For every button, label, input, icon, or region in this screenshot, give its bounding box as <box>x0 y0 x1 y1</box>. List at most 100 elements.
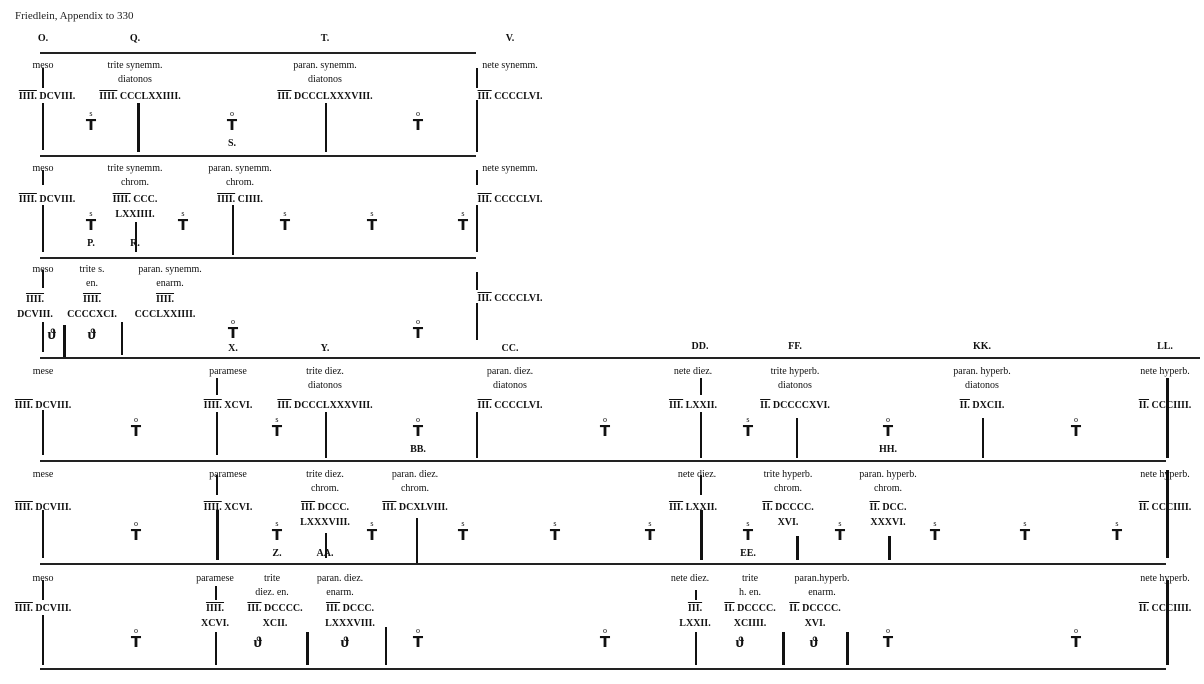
string-length-numeral: II. CCCIIII. <box>1139 601 1192 616</box>
division-line <box>695 632 697 665</box>
string-length-numeral: III. DCCCC.XCII. <box>247 601 302 631</box>
note-name-label: trite s.en. <box>80 263 105 291</box>
units-numeral: XCVI. <box>221 400 253 411</box>
note-name-line: chrom. <box>873 483 903 494</box>
tone-glyph: T <box>742 526 754 544</box>
note-name-line: diatonos <box>965 380 999 391</box>
tone-glyph: T <box>271 526 283 544</box>
units-numeral: DCCCLXXXVIII. <box>291 91 373 102</box>
note-name-line: chrom. <box>310 483 340 494</box>
division-line <box>42 580 44 600</box>
section-letter: CC. <box>501 343 519 354</box>
staff-line <box>40 257 476 259</box>
enharmonic-diesis-icon: ϑ <box>253 635 263 651</box>
string-length-numeral: III. DCCCLXXXVIII. <box>277 398 372 413</box>
note-name-line: trite hyperb. <box>770 366 820 377</box>
units-numeral: CCCCLVI. <box>491 194 543 205</box>
note-name-label: trite hyperb.diatonos <box>771 365 820 393</box>
thousands-numeral: IIII. <box>155 294 175 305</box>
numeral-line: III. <box>679 601 710 616</box>
tone-glyph: T <box>834 526 846 544</box>
numeral-line: III. DCCCLXXXVIII. <box>277 398 372 413</box>
tone-glyph: T <box>412 116 424 134</box>
units-numeral: DCCCCXVI. <box>770 400 830 411</box>
numeral-continuation: LXXIIII. <box>115 209 155 220</box>
string-length-numeral: IIII. XCVI. <box>204 500 253 515</box>
numeral-continuation: LXXXVIII. <box>300 517 350 528</box>
note-name-label: paran. synemm.chrom. <box>208 162 272 190</box>
thousands-numeral: III. <box>668 400 684 411</box>
tone-glyph: T <box>549 526 561 544</box>
string-length-numeral: III. CCCCLVI. <box>478 291 543 306</box>
tone-mark: o <box>415 317 420 326</box>
note-name-line: chrom. <box>225 177 255 188</box>
note-name-label: paramese <box>196 572 234 586</box>
units-numeral: DCXLVIII. <box>396 502 448 513</box>
thousands-numeral: IIII. <box>217 194 236 205</box>
thousands-numeral: IIII. <box>203 502 222 513</box>
note-name-line: trite synemm. <box>107 60 163 71</box>
division-line <box>137 103 140 152</box>
string-length-numeral: II. DCC.XXXVI. <box>870 500 907 530</box>
numeral-line: II. DXCII. <box>960 398 1005 413</box>
string-length-numeral: III. DCCC.LXXXVIII. <box>300 500 350 530</box>
note-name-label: paran. synemm.enarm. <box>138 263 202 291</box>
tone-mark: s <box>1115 519 1119 528</box>
division-line <box>476 272 478 290</box>
string-length-numeral: II. CCCIIII. <box>1139 500 1192 515</box>
units-numeral: DXCII. <box>969 400 1005 411</box>
tone-mark: o <box>415 626 420 635</box>
numeral-line: II. DCC. <box>870 500 907 515</box>
thousands-numeral: IIII. <box>205 603 225 614</box>
note-name-label: nete diez. <box>678 468 716 482</box>
string-length-numeral: II. DCCCCXVI. <box>760 398 830 413</box>
tone-glyph: T <box>457 526 469 544</box>
note-name-line: chrom. <box>400 483 430 494</box>
numeral-line: II. DCCCC. <box>724 601 775 616</box>
tone-mark: o <box>1073 415 1078 424</box>
thousands-numeral: IIII. <box>14 400 33 411</box>
thousands-numeral: II. <box>789 603 800 614</box>
note-name-line: nete synemm. <box>482 60 538 71</box>
numeral-continuation: LXXII. <box>679 618 711 629</box>
note-name-label: paran. diez.chrom. <box>392 468 438 496</box>
numeral-line: IIII. XCVI. <box>204 398 253 413</box>
tone-mark: s <box>933 519 937 528</box>
tone-mark: s <box>461 519 465 528</box>
page-title: Friedlein, Appendix to 330 <box>15 10 134 22</box>
note-name-line: trite synemm. <box>107 163 163 174</box>
tone-glyph: T <box>412 633 424 651</box>
numeral-line: III. DCCC. <box>325 601 375 616</box>
numeral-line: II. CCCIIII. <box>1139 398 1192 413</box>
thousands-numeral: IIII. <box>14 502 33 513</box>
enharmonic-diesis-icon: ϑ <box>87 327 97 343</box>
units-numeral: CCCCLVI. <box>491 400 543 411</box>
tone-mark: s <box>181 209 185 218</box>
units-numeral: DCCCC. <box>261 603 303 614</box>
section-letter: O. <box>37 33 49 44</box>
point-letter: Z. <box>272 548 282 559</box>
tone-glyph: T <box>227 324 239 342</box>
thousands-numeral: III. <box>668 502 684 513</box>
string-length-numeral: III. LXXII. <box>669 398 717 413</box>
tone-glyph: T <box>366 526 378 544</box>
note-name-label: paran. hyperb.chrom. <box>859 468 916 496</box>
note-name-line: diatonos <box>493 380 527 391</box>
tone-glyph: T <box>130 422 142 440</box>
note-name-label: trite synemm.chrom. <box>108 162 163 190</box>
note-name-line: mese <box>32 366 54 377</box>
string-length-numeral: IIII. DCVIII. <box>15 601 71 616</box>
numeral-line: II. CCCIIII. <box>1139 500 1192 515</box>
note-name-line: trite diez. <box>306 469 344 480</box>
section-letter: T. <box>320 33 330 44</box>
string-length-numeral: IIII. XCVI. <box>204 398 253 413</box>
